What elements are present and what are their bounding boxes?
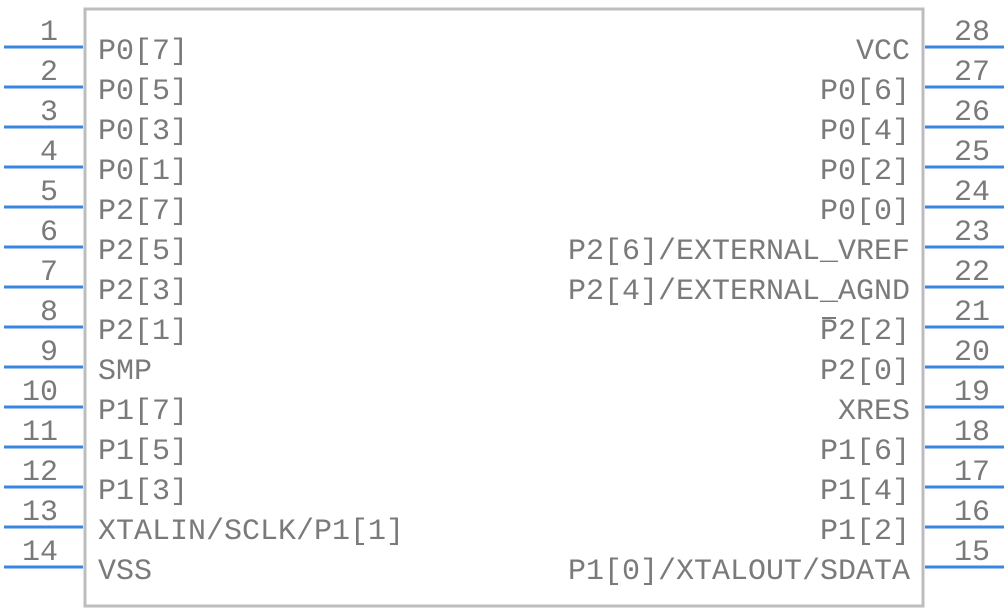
pin-label-21: P2[2]: [820, 315, 910, 349]
pin-label-19: XRES: [838, 395, 910, 429]
pin-number-5: 5: [40, 176, 58, 210]
pin-number-25: 25: [954, 136, 990, 170]
pin-number-3: 3: [40, 96, 58, 130]
pin-label-12: P1[3]: [98, 475, 188, 509]
pin-number-18: 18: [954, 416, 990, 450]
pin-label-27: P0[6]: [820, 75, 910, 109]
pin-number-9: 9: [40, 336, 58, 370]
pin-number-19: 19: [954, 376, 990, 410]
pin-label-22: P2[4]/EXTERNAL_AGND: [568, 275, 910, 309]
pin-label-24: P0[0]: [820, 195, 910, 229]
pin-label-7: P2[3]: [98, 275, 188, 309]
pin-label-15: P1[0]/XTALOUT/SDATA: [568, 555, 910, 589]
pin-number-27: 27: [954, 56, 990, 90]
pin-label-23: P2[6]/EXTERNAL_VREF: [568, 235, 910, 269]
pin-label-17: P1[4]: [820, 475, 910, 509]
pin-label-6: P2[5]: [98, 235, 188, 269]
pin-label-16: P1[2]: [820, 515, 910, 549]
pin-label-9: SMP: [98, 355, 152, 389]
pin-number-21: 21: [954, 296, 990, 330]
ic-body: [83, 7, 925, 608]
pin-number-11: 11: [22, 416, 58, 450]
pin-number-20: 20: [954, 336, 990, 370]
pin-number-24: 24: [954, 176, 990, 210]
pin-label-25: P0[2]: [820, 155, 910, 189]
pin-number-2: 2: [40, 56, 58, 90]
pin-label-2: P0[5]: [98, 75, 188, 109]
pin-label-18: P1[6]: [820, 435, 910, 469]
pin-label-5: P2[7]: [98, 195, 188, 229]
pin-number-22: 22: [954, 256, 990, 290]
pin-number-26: 26: [954, 96, 990, 130]
pin-number-4: 4: [40, 136, 58, 170]
pin-number-16: 16: [954, 496, 990, 530]
pin-label-11: P1[5]: [98, 435, 188, 469]
pin-label-13: XTALIN/SCLK/P1[1]: [98, 515, 404, 549]
pin-number-17: 17: [954, 456, 990, 490]
pin-number-10: 10: [22, 376, 58, 410]
pin-lines: [4, 45, 1004, 569]
pin-label-3: P0[3]: [98, 115, 188, 149]
pin-label-28: VCC: [856, 35, 910, 69]
pin-number-1: 1: [40, 16, 58, 50]
pin-number-13: 13: [22, 496, 58, 530]
pin-label-20: P2[0]: [820, 355, 910, 389]
pin-label-26: P0[4]: [820, 115, 910, 149]
pin-label-4: P0[1]: [98, 155, 188, 189]
pin-number-15: 15: [954, 536, 990, 570]
pin-number-7: 7: [40, 256, 58, 290]
pin-labels: P0[7] P0[5] P0[3] P0[1] P2[7] P2[5] P2[3] P2[1]…: [98, 35, 910, 589]
pin-label-10: P1[7]: [98, 395, 188, 429]
pin-numbers: 1234567891011121314282726252423222120191…: [22, 16, 990, 570]
pin-number-14: 14: [22, 536, 58, 570]
pin-number-23: 23: [954, 216, 990, 250]
pin-label-14: VSS: [98, 555, 152, 589]
pin-number-12: 12: [22, 456, 58, 490]
pin-label-8: P2[1]: [98, 315, 188, 349]
pin-number-28: 28: [954, 16, 990, 50]
pin-number-6: 6: [40, 216, 58, 250]
pin-number-8: 8: [40, 296, 58, 330]
pin-label-1: P0[7]: [98, 35, 188, 69]
